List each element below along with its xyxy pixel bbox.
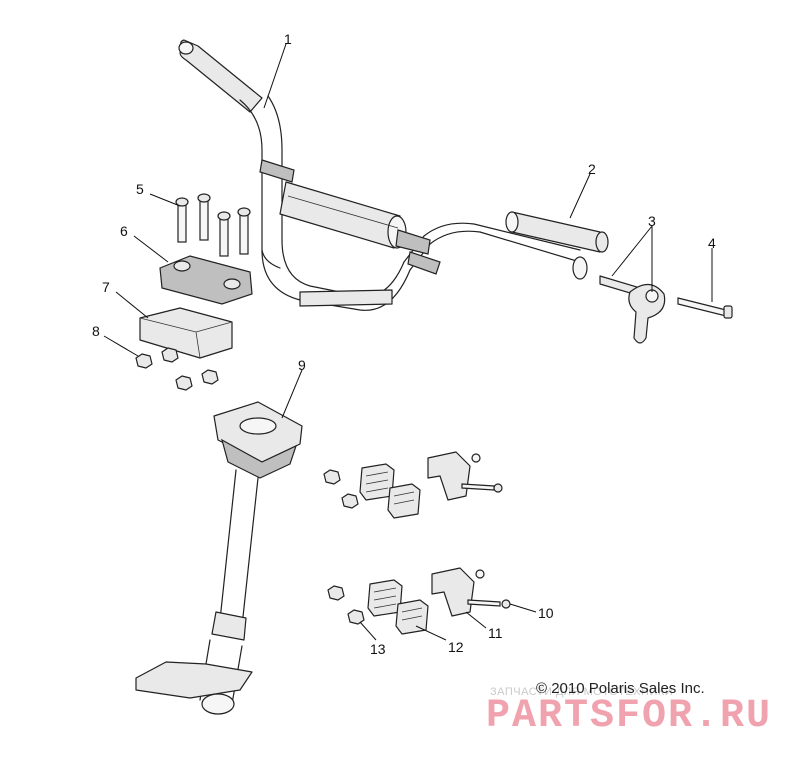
callout-2: 2 — [588, 161, 596, 177]
grip — [505, 211, 609, 253]
leader-lines — [103, 43, 713, 641]
lever-bolt — [677, 297, 733, 319]
clamp-nuts — [135, 347, 219, 391]
callout-5: 5 — [136, 181, 144, 197]
clamp-bolts — [175, 193, 251, 257]
callout-1: 1 — [284, 31, 292, 47]
callout-3: 3 — [648, 213, 656, 229]
callout-7: 7 — [102, 279, 110, 295]
callout-4: 4 — [708, 235, 716, 251]
lower-clamp — [139, 307, 233, 359]
upper-clamp — [159, 255, 253, 305]
callout-9: 9 — [298, 357, 306, 373]
handlebar — [178, 39, 588, 311]
callout-12: 12 — [448, 639, 464, 655]
callout-8: 8 — [92, 323, 100, 339]
brake-lever — [599, 275, 666, 344]
callout-13: 13 — [370, 641, 386, 657]
callout-labels: 1 2 3 4 5 6 7 8 9 10 11 12 13 — [92, 31, 716, 657]
callout-10: 10 — [538, 605, 554, 621]
bracket-assembly-lower — [327, 567, 511, 635]
copyright-text: © 2010 Polaris Sales Inc. — [536, 680, 705, 697]
bracket-assembly-upper — [323, 451, 503, 519]
callout-6: 6 — [120, 223, 128, 239]
callout-11: 11 — [488, 625, 503, 641]
watermark-logo: PARTSFOR.RU — [486, 694, 773, 739]
watermark-caption: ЗАПЧАСТИ ДЛЯ МОТОТЕХНИКИ — [490, 686, 674, 698]
steering-post — [135, 401, 303, 715]
